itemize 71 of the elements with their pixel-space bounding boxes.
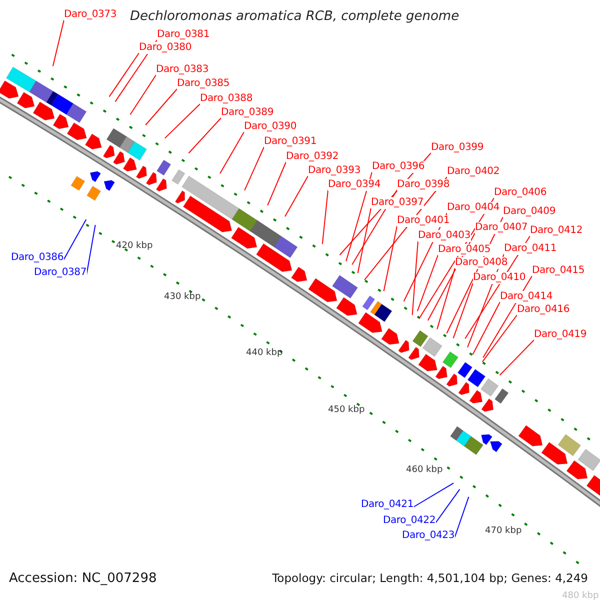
leader-line xyxy=(452,282,474,339)
gene-label: Daro_0416 xyxy=(517,304,570,316)
diagram-title: Dechloromonas aromatica RCB, complete genome xyxy=(130,10,460,23)
leader-line xyxy=(108,52,140,98)
leader-line xyxy=(267,162,286,206)
scale-label: 430 kbp xyxy=(164,291,201,304)
leader-line xyxy=(164,104,200,139)
leader-line xyxy=(63,219,87,260)
gene-label: Daro_0386 xyxy=(11,252,64,264)
leader-line xyxy=(454,496,470,538)
gene-label: Daro_0381 xyxy=(157,29,210,41)
gene-label: Daro_0415 xyxy=(532,265,584,277)
leader-line xyxy=(130,74,156,116)
gene-label: Daro_0408 xyxy=(455,257,508,269)
leader-line xyxy=(244,146,264,191)
gene-label: Daro_0403 xyxy=(418,230,470,242)
gene-label: Daro_0410 xyxy=(473,272,526,284)
leader-line xyxy=(413,482,454,508)
gene-label: Daro_0399 xyxy=(431,142,484,154)
leader-line xyxy=(482,314,518,362)
gene-label: Daro_0390 xyxy=(244,121,296,133)
gene-label: Daro_0397 xyxy=(371,197,424,209)
scale-label: 450 kbp xyxy=(328,404,365,417)
leader-line xyxy=(284,176,308,217)
gene-label: Daro_0383 xyxy=(156,64,208,76)
gene-label: Daro_0414 xyxy=(500,291,552,303)
gene-label: Daro_0422 xyxy=(383,515,436,527)
gene-label: Daro_0405 xyxy=(438,244,490,256)
leader-line xyxy=(383,226,398,292)
leader-line xyxy=(357,208,372,274)
gene-label: Daro_0406 xyxy=(494,187,546,199)
gene-label: Daro_0385 xyxy=(177,78,230,90)
gene-label: Daro_0380 xyxy=(139,42,192,54)
accession-label: Accession: NC_007298 xyxy=(9,572,157,585)
gene-label: Daro_0398 xyxy=(397,179,450,191)
gene-label: Daro_0404 xyxy=(447,202,500,214)
gene-label: Daro_0411 xyxy=(504,243,556,255)
gene-label: Daro_0409 xyxy=(503,206,556,218)
leader-line xyxy=(436,268,456,330)
gene-label: Daro_0391 xyxy=(264,136,316,148)
gene-label: Daro_0407 xyxy=(475,222,528,234)
scale-label: 440 kbp xyxy=(246,347,283,360)
genome-summary: Topology: circular; Length: 4,501,104 bp; Genes: 4,249 xyxy=(272,572,588,585)
leader-line xyxy=(220,132,244,174)
gene-label: Daro_0401 xyxy=(397,215,450,227)
leader-line xyxy=(499,340,534,376)
scale-label: 460 kbp xyxy=(406,464,443,477)
gene-label: Daro_0419 xyxy=(534,329,586,341)
gene-label: Daro_0393 xyxy=(308,165,360,177)
gene-label: Daro_0387 xyxy=(34,267,86,279)
gene-label: Daro_0421 xyxy=(361,499,414,511)
leader-line xyxy=(435,488,460,524)
leader-line xyxy=(188,118,222,154)
leader-line xyxy=(416,254,438,312)
gene-label: Daro_0373 xyxy=(64,9,116,21)
leader-line xyxy=(412,240,418,316)
gene-label: Daro_0394 xyxy=(328,179,380,191)
leader-line xyxy=(472,302,500,355)
scale-label: 480 kbp xyxy=(562,590,599,600)
gene-label: Daro_0412 xyxy=(530,225,582,237)
gene-label: Daro_0423 xyxy=(402,530,454,542)
leader-line xyxy=(145,88,178,126)
scale-label: 470 kbp xyxy=(485,525,522,538)
leader-line xyxy=(322,190,328,244)
gene-label: Daro_0402 xyxy=(447,166,500,178)
gene-label: Daro_0396 xyxy=(372,161,424,173)
gene-label: Daro_0389 xyxy=(221,107,274,119)
gene-label: Daro_0388 xyxy=(200,93,252,105)
scale-label: 420 kbp xyxy=(116,240,153,253)
leader-line xyxy=(52,20,64,67)
gene-label: Daro_0392 xyxy=(286,151,338,163)
